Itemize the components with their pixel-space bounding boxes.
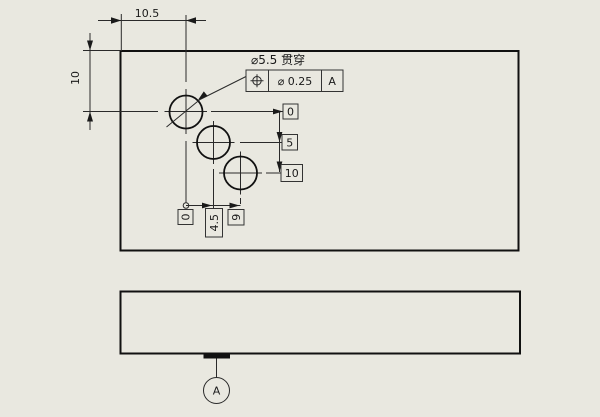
ordinate-box <box>280 164 303 182</box>
ordinate-box <box>205 208 223 238</box>
ordinate-text[interactable]: 0 <box>287 106 294 119</box>
ordinate-text[interactable]: 10 <box>285 167 299 180</box>
ordinate-dims-horizontal[interactable]: 0 4.5 9 <box>177 202 245 238</box>
hole-2-centerlines <box>192 121 282 208</box>
ordinate-text[interactable]: 9 <box>230 214 243 221</box>
ordinate-arrow-icon <box>273 108 283 115</box>
fcf-border <box>245 69 344 92</box>
front-view-outline[interactable] <box>119 290 521 355</box>
ordinate-box <box>281 134 298 151</box>
ordinate-text[interactable]: 0 <box>180 214 193 221</box>
leader-line-through-hole <box>166 99 201 128</box>
arrowhead-right-icon <box>111 17 122 24</box>
ordinate-h-0[interactable]: 0 <box>177 209 194 225</box>
ordinate-arrow-icon <box>202 202 212 209</box>
ordinate-v-5[interactable]: 5 <box>281 134 298 151</box>
hole-2[interactable] <box>196 125 231 160</box>
ordinate-h-9[interactable]: 9 <box>227 209 245 226</box>
dim-vertical-10[interactable]: 10 <box>69 33 122 130</box>
hole-3[interactable] <box>223 155 258 191</box>
datum-feature-a[interactable]: A <box>203 353 231 404</box>
hole-callout-text[interactable]: ⌀5.5 贯穿 <box>251 52 305 67</box>
ordinate-box <box>282 103 299 120</box>
dim-text-10[interactable]: 10 <box>69 71 82 85</box>
arrowhead-up-icon <box>87 111 93 122</box>
ordinate-box <box>177 209 194 225</box>
datum-balloon <box>203 377 230 404</box>
arrowhead-down-icon <box>87 40 93 51</box>
arrowhead-left-icon <box>186 17 196 24</box>
ordinate-arrow-icon <box>276 132 283 142</box>
position-tolerance-icon <box>250 74 264 88</box>
ordinate-h-4-5[interactable]: 4.5 <box>205 208 223 238</box>
ordinate-v-10[interactable]: 10 <box>280 164 303 182</box>
ordinate-origin-icon <box>182 202 190 209</box>
feature-control-frame[interactable]: ⌀ 0.25 A <box>245 69 344 92</box>
datum-attachment-bar <box>203 353 230 359</box>
datum-label[interactable]: A <box>213 385 221 398</box>
hole-callout[interactable]: ⌀5.5 贯穿 ⌀ 0.25 A <box>166 52 344 128</box>
top-view-outline[interactable] <box>119 50 520 252</box>
fcf-datum-ref-text[interactable]: A <box>328 75 336 88</box>
hole-1[interactable] <box>168 94 204 130</box>
ordinate-v-0[interactable]: 0 <box>282 103 299 120</box>
ordinate-dims-vertical[interactable]: 0 5 10 <box>273 103 303 182</box>
fcf-tolerance-text[interactable]: ⌀ 0.25 <box>278 75 313 88</box>
hole-3-centerlines <box>219 151 281 204</box>
ordinate-text[interactable]: 5 <box>286 137 293 150</box>
ordinate-arrow-icon <box>276 161 283 172</box>
dim-horizontal-10-5[interactable]: 10.5 <box>98 7 206 50</box>
ordinate-box <box>227 209 245 226</box>
ordinate-text[interactable]: 4.5 <box>208 214 221 232</box>
leader-line <box>199 76 247 100</box>
leader-arrowhead-icon <box>198 91 208 100</box>
dim-text-10-5[interactable]: 10.5 <box>135 7 160 20</box>
ordinate-arrow-icon <box>229 202 240 209</box>
